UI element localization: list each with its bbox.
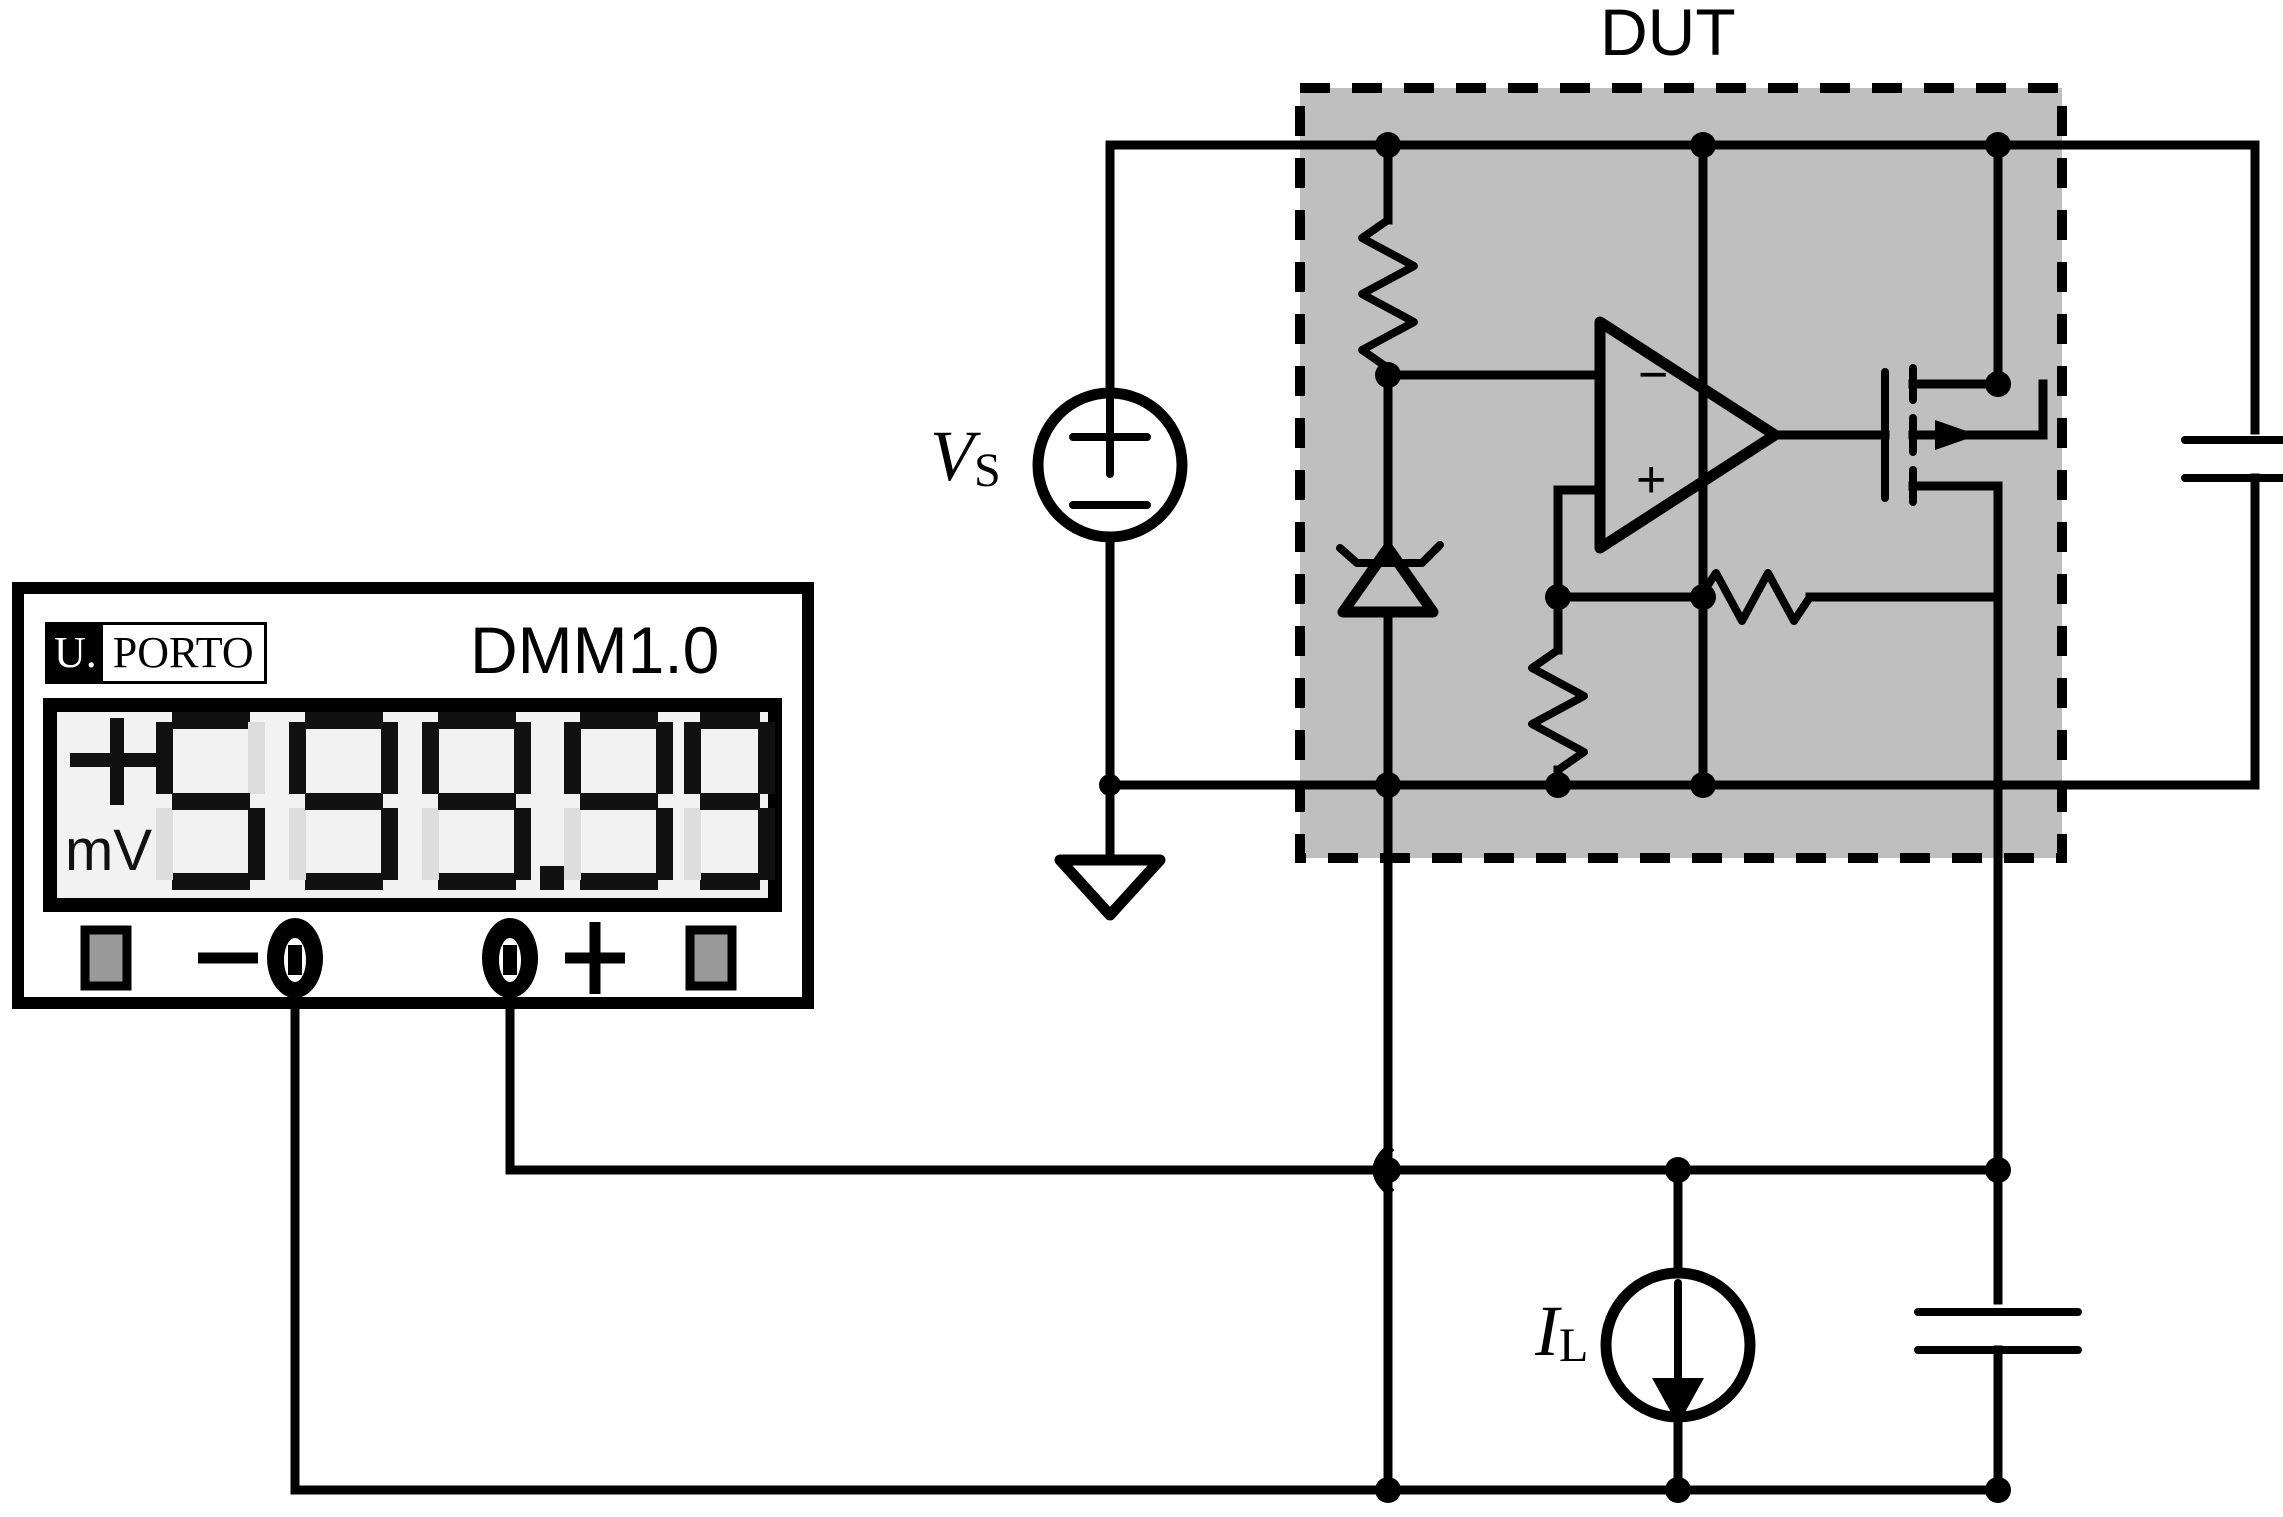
load-label-sub: L	[1558, 1319, 1589, 1372]
junction-bottom-rail-gnd	[1375, 1477, 1401, 1503]
dut-label: DUT	[1600, 0, 1736, 69]
zener-diode-bar	[1336, 541, 1444, 567]
dut-shaded-region	[1300, 88, 2062, 858]
dut-dashed-boundary	[1295, 83, 2067, 863]
wire-opamp-noninv-input	[1553, 485, 1605, 602]
feedback-series-resistor-symbol	[1696, 569, 1814, 625]
junction-lower-rail-cross	[1375, 1157, 1401, 1183]
brand-name: PORTO	[102, 625, 264, 681]
current-source-arrow-head	[1652, 1378, 1704, 1425]
dmm-model-label: DMM1.0	[470, 613, 720, 687]
load-source-label: IL	[1535, 1290, 1588, 1373]
junction-fb-lower-gnd	[1545, 772, 1571, 798]
junction-opamp-top	[1690, 132, 1716, 158]
dmm-brand-mark: U. PORTO	[45, 622, 267, 684]
supply-source-label: VS	[930, 415, 1001, 498]
brand-prefix: U.	[48, 625, 103, 681]
ground-triangle-icon	[1054, 854, 1166, 921]
display-polarity-sign	[70, 718, 165, 805]
junction-fb-mid-bottom	[1690, 772, 1716, 798]
display-digit-1	[156, 712, 265, 890]
dmm-terminal-row	[80, 918, 737, 998]
display-digit-4	[564, 712, 673, 890]
load-label-main: I	[1535, 1291, 1559, 1371]
supply-label-main: V	[930, 416, 974, 496]
terminal-plus-label	[565, 922, 625, 994]
display-digit-3	[422, 712, 531, 890]
display-digit-5	[684, 712, 775, 890]
opamp-triangle	[1594, 316, 1781, 554]
opamp-inverting-label: −	[1638, 346, 1669, 404]
junction-top-rail-right	[1985, 132, 2011, 158]
mosfet-body-arrow	[1935, 420, 1978, 450]
junction-mosfet-drain	[1985, 371, 2011, 397]
bias-resistor-symbol	[1358, 216, 1418, 372]
junction-load-bottom	[1665, 1477, 1691, 1503]
junction-load-top	[1665, 1157, 1691, 1183]
supply-label-sub: S	[973, 444, 1001, 497]
feedback-lower-resistor-symbol	[1528, 646, 1588, 774]
junction-bias-top	[1375, 132, 1401, 158]
display-digit-2	[289, 712, 398, 890]
display-unit-label: mV	[65, 818, 152, 883]
wire-mosfet-body-right	[1993, 379, 2048, 440]
indicator-led-right	[685, 925, 737, 991]
opamp-noninverting-label: +	[1636, 451, 1667, 509]
display-decimal-point	[540, 866, 564, 890]
vs-plus-sign	[1069, 396, 1151, 478]
indicator-led-left	[80, 925, 132, 991]
